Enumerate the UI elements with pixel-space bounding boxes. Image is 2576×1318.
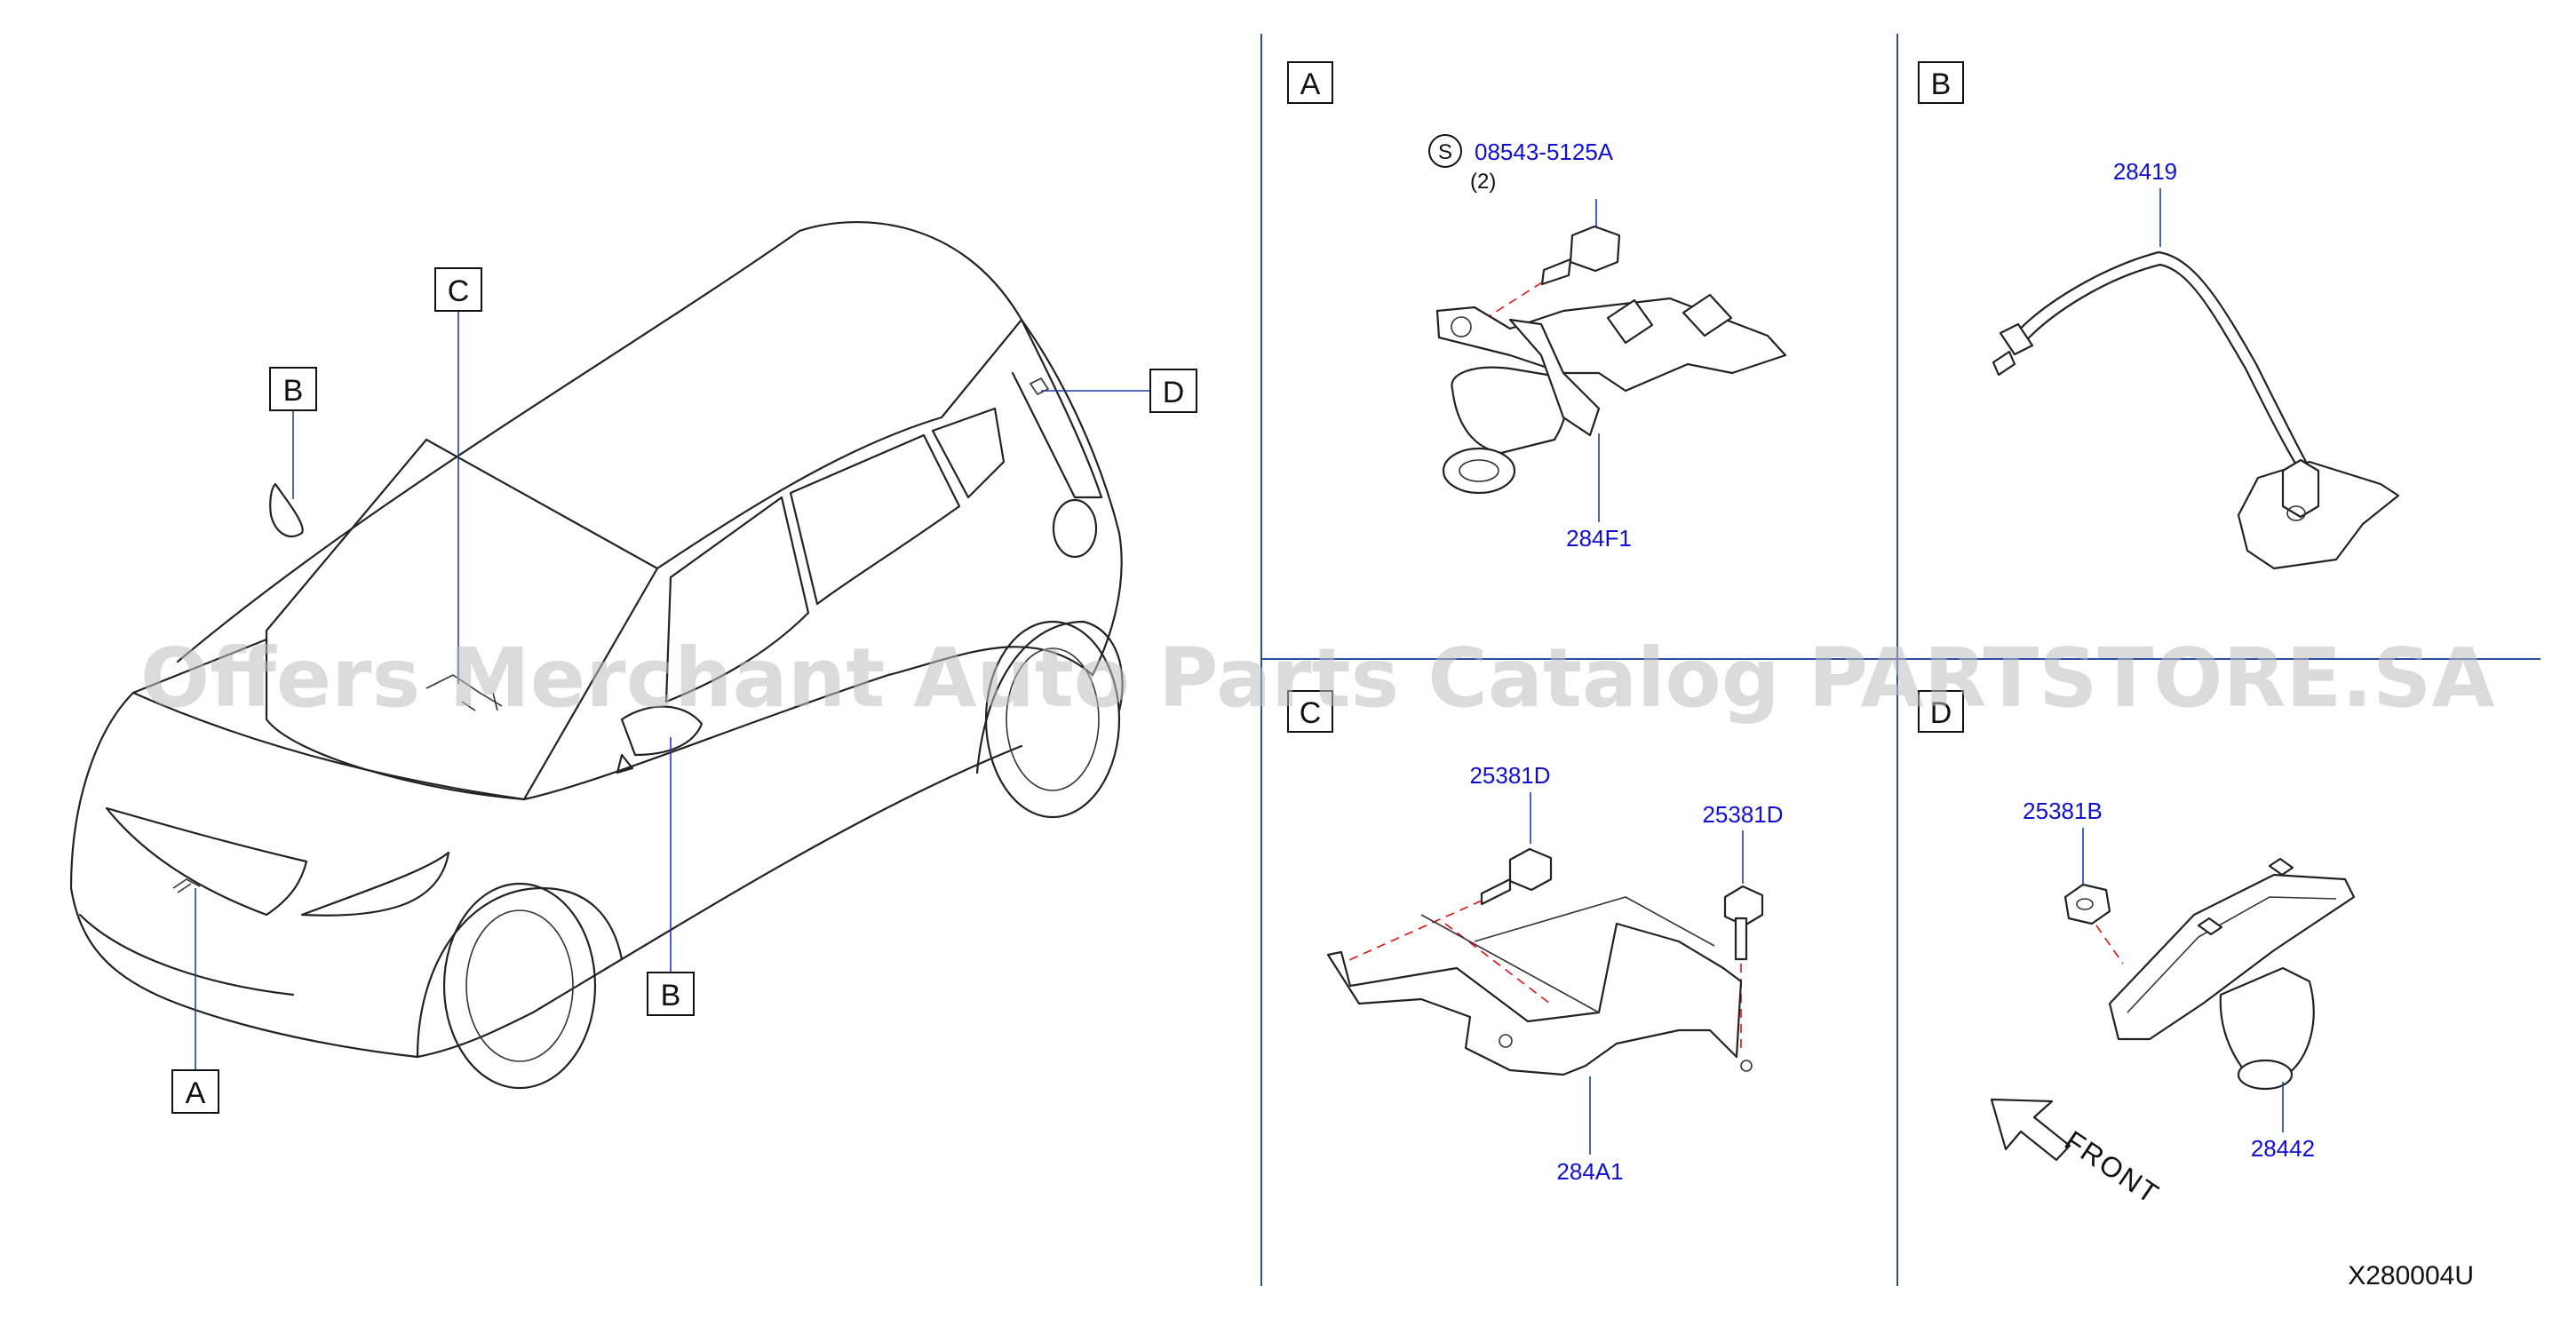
- callout-a[interactable]: A: [171, 1069, 219, 1114]
- screw-quantity: (2): [1470, 170, 1496, 194]
- panel-a-label: A: [1300, 67, 1321, 101]
- panel-c-label: C: [1300, 696, 1322, 730]
- panel-b: B 28419: [1918, 61, 2400, 570]
- diagram-code: X280004U: [2348, 1261, 2474, 1290]
- bolt-right-icon: [1723, 885, 1764, 961]
- callout-a-label: A: [186, 1076, 206, 1110]
- watermark: Offers Merchant Auto Parts Catalog PARTS…: [140, 631, 2495, 726]
- screw-icon: [1540, 225, 1621, 286]
- part-number-28442[interactable]: 28442: [2251, 1135, 2315, 1162]
- mounting-bracket-icon: [1326, 896, 1753, 1076]
- part-number-08543-5125a[interactable]: 08543-5125A: [1475, 139, 1614, 165]
- mirror-camera-harness-icon: [1992, 250, 2400, 570]
- callout-b-left[interactable]: B: [269, 367, 317, 411]
- part-number-25381d-left[interactable]: 25381D: [1469, 762, 1550, 789]
- part-number-284f1[interactable]: 284F1: [1566, 525, 1632, 552]
- s-circle-icon: [1428, 134, 1462, 168]
- part-number-284a1[interactable]: 284A1: [1556, 1158, 1623, 1185]
- car-callout-leaders: [195, 311, 1150, 1070]
- panel-a: A S 08543-5125A (2) 284F1: [1287, 61, 1787, 552]
- callout-d[interactable]: D: [1149, 369, 1197, 413]
- front-label: FRONT: [2059, 1124, 2166, 1211]
- panel-b-label: B: [1931, 67, 1952, 101]
- part-number-25381d-right[interactable]: 25381D: [1702, 801, 1783, 828]
- callout-c[interactable]: C: [434, 267, 482, 312]
- callout-b-left-label: B: [283, 374, 304, 408]
- panel-d-label: D: [1930, 696, 1952, 730]
- front-arrow-icon: [1990, 1098, 2071, 1162]
- back-door-camera-icon: [2108, 857, 2356, 1091]
- panel-d: D 25381B 28442 FRONT: [1918, 690, 2356, 1211]
- screw-symbol: S: [1438, 140, 1452, 164]
- callout-c-label: C: [448, 274, 470, 308]
- callout-d-label: D: [1163, 376, 1185, 409]
- callout-b-mirror[interactable]: B: [647, 972, 695, 1016]
- part-number-25381b[interactable]: 25381B: [2023, 798, 2103, 824]
- panel-dividers: [1260, 34, 2540, 1286]
- callout-b-mirror-label: B: [661, 979, 681, 1012]
- camera-bracket-icon: [1435, 293, 1787, 495]
- car-illustration: [69, 221, 1124, 1090]
- bolt-left-icon: [1480, 847, 1553, 906]
- panel-c: C 25381D 25381D 284A1: [1287, 690, 1784, 1185]
- nut-icon: [2063, 883, 2111, 925]
- part-number-28419[interactable]: 28419: [2113, 158, 2177, 185]
